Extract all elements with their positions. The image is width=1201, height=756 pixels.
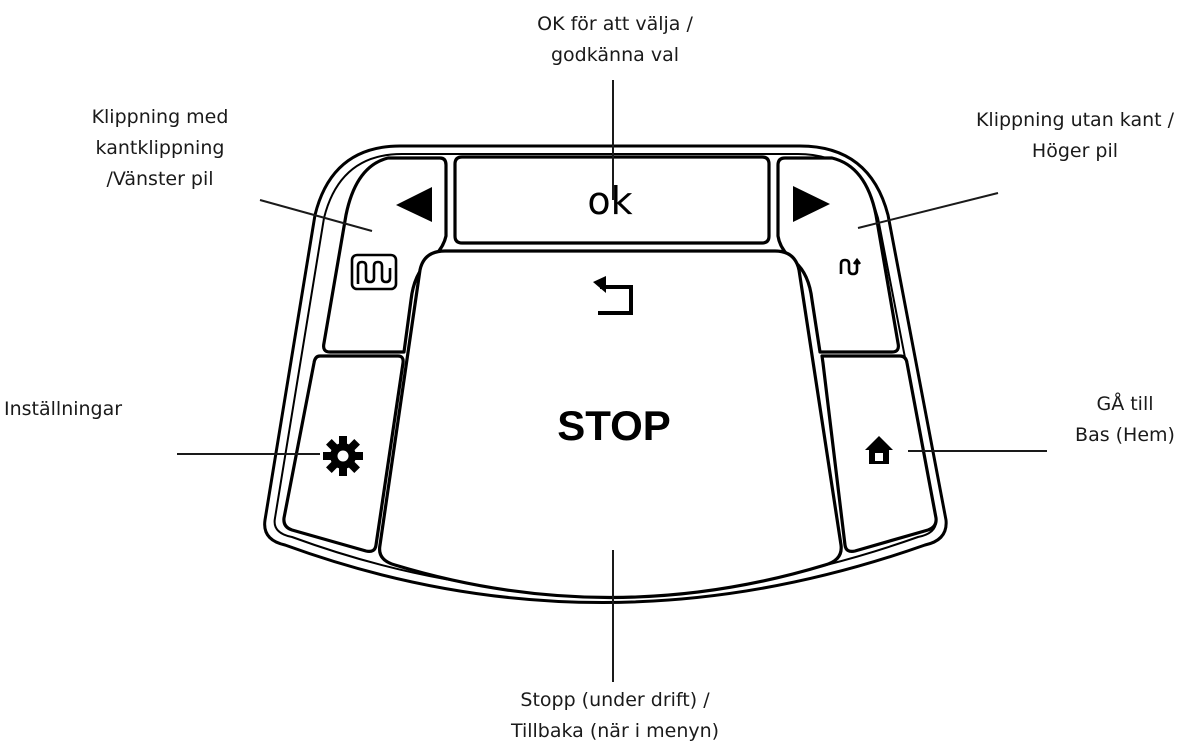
right-triangle-arrow-icon (793, 186, 830, 222)
stop-button-label: STOP (557, 402, 671, 449)
back-arrow-head (593, 276, 606, 293)
ok-callout-line-1: OK för att välja / (537, 13, 693, 35)
edge-mowing-icon (350, 253, 398, 291)
home-callout-line-1: GÅ till (1096, 393, 1154, 415)
right-callout: Klippning utan kant / Höger pil (955, 105, 1195, 167)
right-arrow-no-edge-mowing-button[interactable] (776, 156, 900, 354)
stop-button-panel (377, 249, 843, 600)
home-button[interactable] (820, 354, 938, 553)
left-callout-line-2: kantklippning (95, 137, 225, 159)
ok-callout-line-2: godkänna val (551, 44, 679, 66)
left-callout-line-1: Klippning med (91, 106, 229, 128)
ok-callout: OK för att välja / godkänna val (500, 9, 730, 71)
right-callout-line-2: Höger pil (1031, 140, 1119, 162)
no-edge-mowing-icon (839, 257, 862, 276)
left-callout: Klippning med kantklippning /Vänster pil (70, 102, 250, 195)
stop-callout-line-2: Tillbaka (när i menyn) (510, 720, 720, 742)
gear-icon (323, 436, 363, 476)
right-leader-line (857, 192, 999, 229)
home-callout-line-2: Bas (Hem) (1075, 424, 1175, 446)
home-callout: GÅ till Bas (Hem) (1060, 389, 1190, 451)
settings-callout: Inställningar (0, 394, 184, 425)
right-callout-line-1: Klippning utan kant / (975, 109, 1175, 131)
left-leader-line (259, 199, 373, 232)
left-triangle-arrow-icon (396, 187, 432, 222)
back-arrow-icon (598, 285, 633, 315)
stop-back-button[interactable]: STOP (377, 249, 843, 600)
stop-callout: Stopp (under drift) / Tillbaka (när i me… (470, 685, 760, 747)
home-icon (865, 436, 893, 464)
settings-callout-line-1: Inställningar (4, 398, 123, 420)
settings-button[interactable] (282, 354, 405, 553)
ok-button-label: ok (587, 179, 632, 223)
left-arrow-edge-mowing-button[interactable] (322, 156, 448, 354)
left-callout-line-3: /Vänster pil (106, 168, 214, 190)
stop-callout-line-1: Stopp (under drift) / (520, 689, 710, 711)
